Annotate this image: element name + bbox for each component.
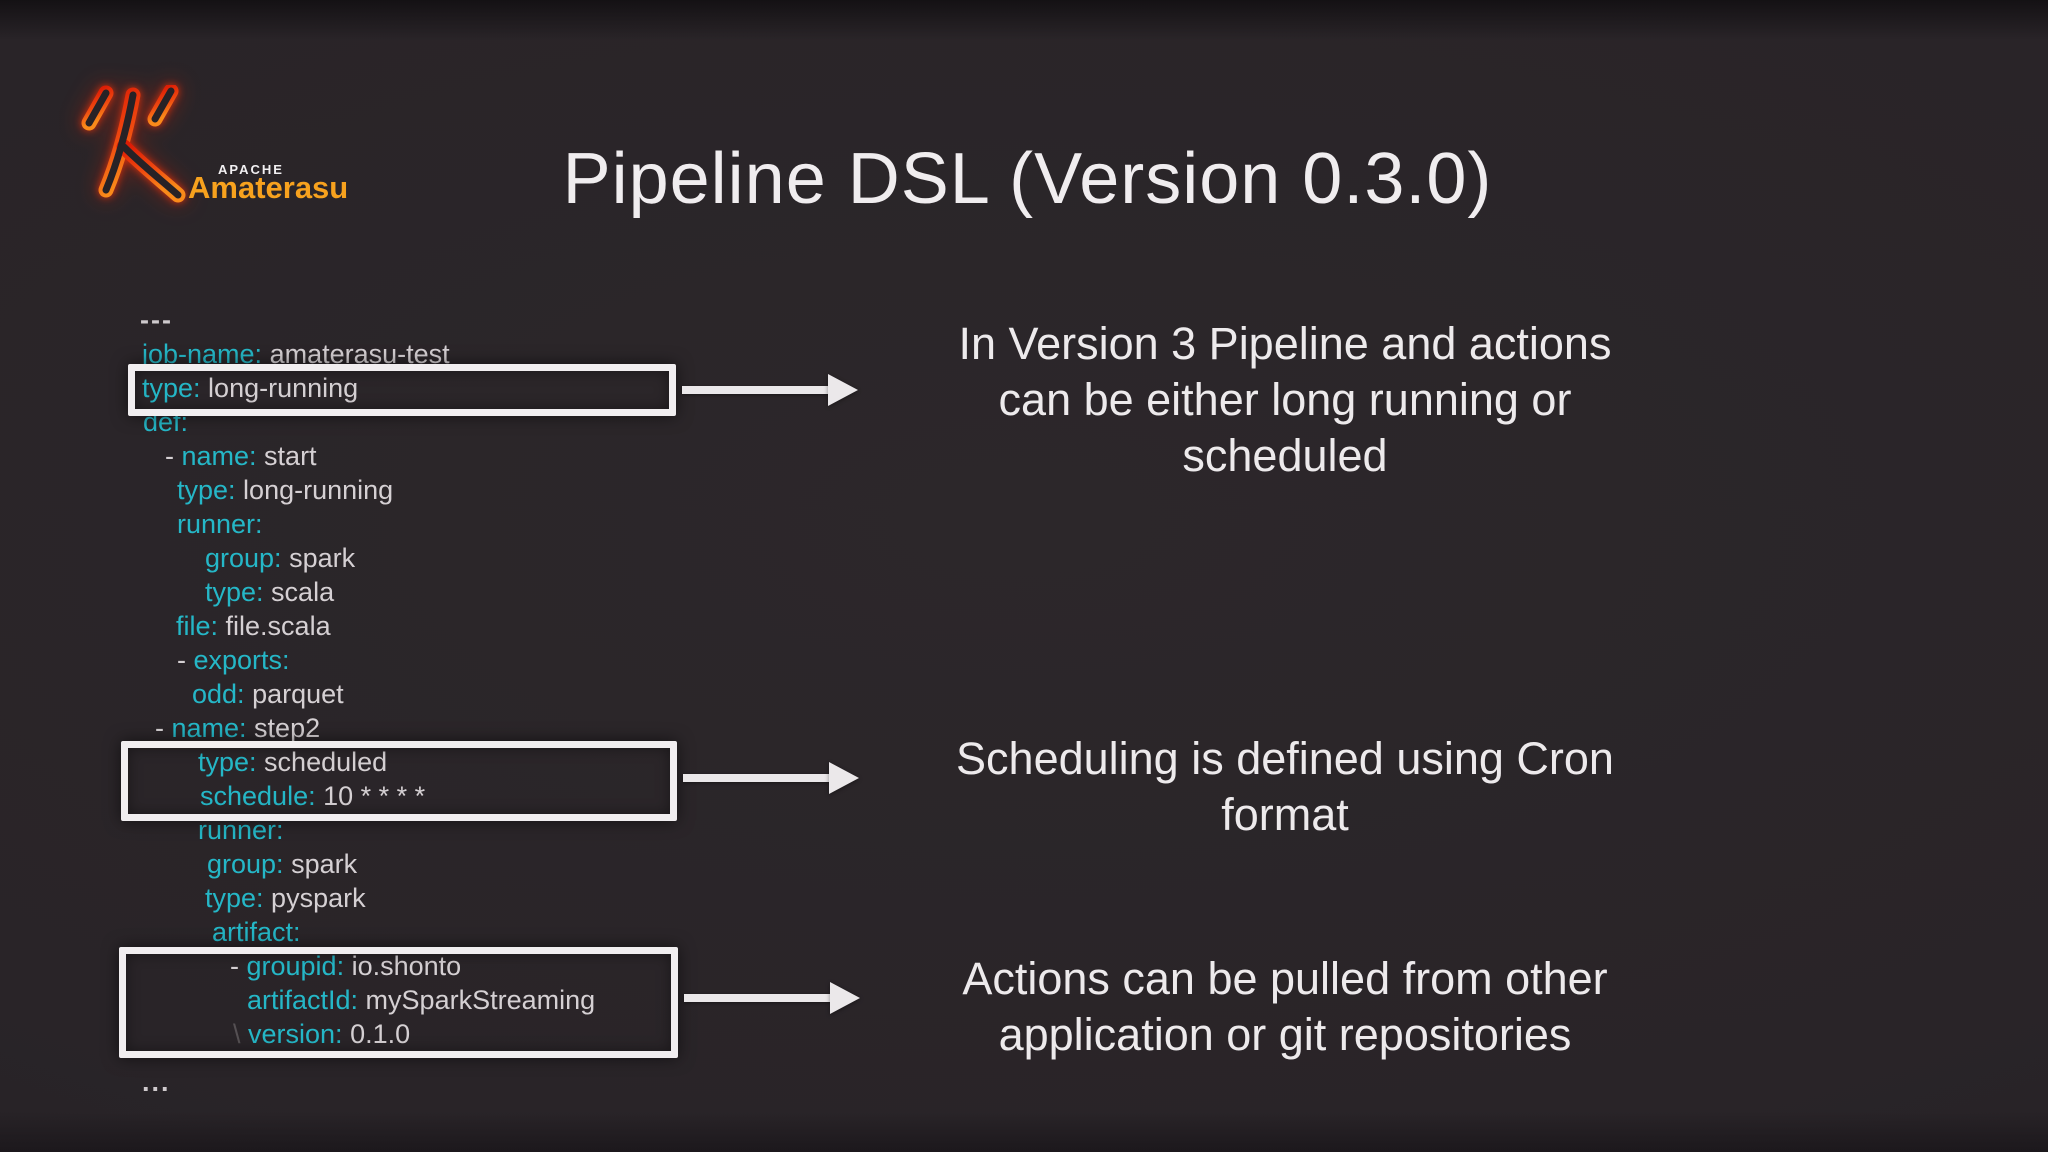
code-token-val: scala [263,577,335,607]
code-line: runner: [140,507,595,541]
arrow-type-annotation [682,374,858,406]
annotation-line: In Version 3 Pipeline and actions [958,318,1612,369]
highlight-box-artifact [119,947,678,1058]
code-token-val: - [230,951,247,981]
code-line: group: spark [140,847,595,881]
code-token-key: group: [207,849,284,879]
code-token-val: scheduled [256,747,388,777]
logo-apache-text: APACHE [218,162,284,177]
code-line: - exports: [140,643,595,677]
code-token-plain: ... [142,1067,171,1097]
annotation-line: can be either long running or [998,374,1572,425]
code-line: --- [140,303,595,337]
code-token-val: mySparkStreaming [358,985,596,1015]
arrow-schedule-annotation [683,762,859,794]
amaterasu-logo: APACHE Amaterasu [78,80,378,210]
code-token-key: exports: [193,645,290,675]
code-token-val: io.shonto [344,951,462,981]
code-token-val: spark [281,543,356,573]
annotation-line: application or git repositories [998,1009,1572,1060]
arrow-head-icon [830,982,860,1014]
annotation-line: Actions can be pulled from other [962,953,1608,1004]
amaterasu-logo-icon [81,85,186,203]
code-token-key: type: [177,475,236,505]
code-token-key: file: [176,611,219,641]
code-line: odd: parquet [140,677,595,711]
arrow-shaft [682,386,828,394]
code-line: group: spark [140,541,595,575]
arrow-head-icon [828,374,858,406]
code-token-val: start [256,441,317,471]
code-token-slash: \ [233,1019,249,1049]
code-line: - name: start [140,439,595,473]
code-token-val: 0.1.0 [342,1019,411,1049]
code-line: type: scala [140,575,595,609]
annotation-line: scheduled [1182,430,1388,481]
code-token-val: 10 * * * * [315,781,426,811]
code-line: schedule: 10 * * * * [140,779,595,813]
code-line: ... [140,1065,595,1099]
code-token-val: parquet [244,679,344,709]
code-line: type: long-running [140,473,595,507]
logo-name-text: Amaterasu [188,170,349,205]
arrow-head-icon [829,762,859,794]
code-token-key: artifact: [212,917,301,947]
code-line: artifact: [140,915,595,949]
arrow-shaft [683,774,829,782]
code-line: - groupid: io.shonto [140,949,595,983]
code-token-key: version: [248,1019,343,1049]
code-token-val: long-running [235,475,394,505]
code-line: - name: step2 [140,711,595,745]
code-token-val: long-running [200,373,359,403]
code-token-key: artifactId: [247,985,359,1015]
code-token-key: runner: [177,509,263,539]
code-token-key: type: [205,577,264,607]
code-token-key: name: [171,713,247,743]
arrow-artifact-annotation [684,982,860,1014]
code-token-val: step2 [246,713,321,743]
code-line: artifactId: mySparkStreaming [140,983,595,1017]
code-line: \ version: 0.1.0 [140,1017,595,1051]
code-token-key: type: [142,373,201,403]
code-token-key: schedule: [200,781,316,811]
code-token-plain: --- [140,305,173,335]
code-token-val: - [177,645,194,675]
annotation-line: Scheduling is defined using Cron [956,733,1614,784]
code-line: file: file.scala [140,609,595,643]
code-token-val: spark [283,849,358,879]
annotation-line: format [1221,789,1349,840]
code-token-val: - [165,441,182,471]
code-token-key: groupid: [246,951,345,981]
code-token-key: odd: [192,679,245,709]
code-token-val: - [155,713,172,743]
code-line: type: long-running [140,371,595,405]
code-token-key: group: [205,543,282,573]
code-token-key: type: [205,883,264,913]
code-line: type: pyspark [140,881,595,915]
code-token-key: type: [198,747,257,777]
code-token-key: name: [181,441,257,471]
code-line: type: scheduled [140,745,595,779]
code-token-val: pyspark [263,883,366,913]
highlight-box-schedule [121,741,677,821]
code-token-val: file.scala [218,611,331,641]
slide-title: Pipeline DSL (Version 0.3.0) [562,139,1493,219]
highlight-box-type [128,364,676,416]
arrow-shaft [684,994,830,1002]
